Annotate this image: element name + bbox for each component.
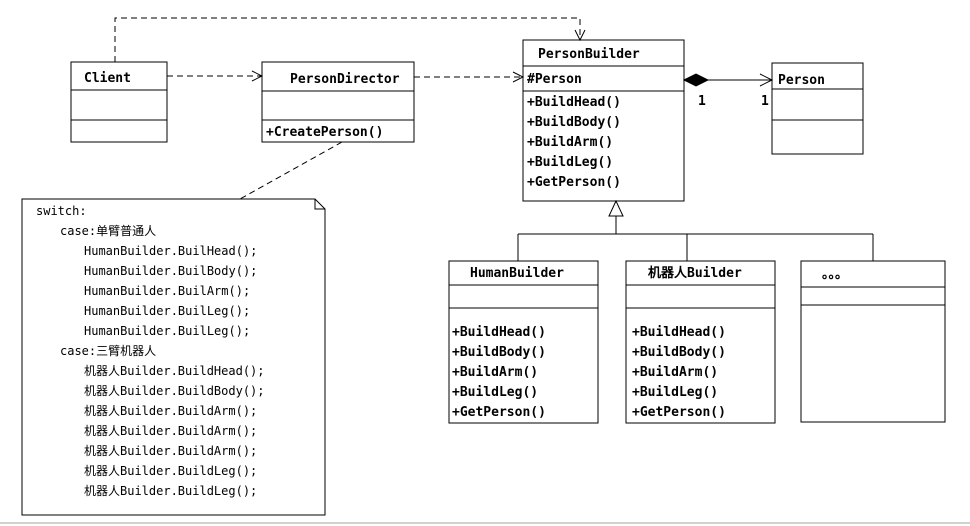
note-line-robot-head: 机器人Builder.BuildHead(); (84, 364, 265, 378)
note-line-robot-body: 机器人Builder.BuildBody(); (84, 384, 265, 398)
note-line-robot-arm-1: 机器人Builder.BuildArm(); (84, 404, 257, 418)
class-human-builder-op-build-head: +BuildHead() (452, 325, 546, 340)
class-client-name: Client (84, 71, 131, 86)
note-line-robot-leg-1: 机器人Builder.BuildLeg(); (84, 464, 257, 478)
class-person-builder-name: PersonBuilder (538, 47, 640, 62)
note-line-human-body: HumanBuilder.BuilBody(); (84, 264, 257, 278)
class-person-builder-op-build-head: +BuildHead() (527, 95, 621, 110)
class-human-builder-name: HumanBuilder (470, 266, 564, 281)
note-line-case-robot: case:三臂机器人 (60, 344, 156, 358)
class-person-builder-op-build-body: +BuildBody() (527, 115, 621, 130)
note-line-human-arm: HumanBuilder.BuilArm(); (84, 284, 250, 298)
class-human-builder-op-get-person: +GetPerson() (452, 405, 546, 420)
note-switch-logic: switch: case:单臂普通人 HumanBuilder.BuilHead… (21, 198, 326, 516)
class-person-director[interactable]: PersonDirector +CreatePerson() (261, 61, 415, 143)
composition-builder-person: 1 1 (682, 73, 774, 109)
class-robot-builder-op-build-leg: +BuildLeg() (632, 385, 718, 400)
class-human-builder-op-build-leg: +BuildLeg() (452, 385, 538, 400)
class-person[interactable]: Person (771, 62, 864, 155)
class-human-builder[interactable]: HumanBuilder +BuildHead() +BuildBody() +… (448, 260, 599, 424)
note-line-switch: switch: (36, 204, 87, 218)
class-robot-builder[interactable]: 机器人Builder +BuildHead() +BuildBody() +Bu… (625, 260, 776, 424)
composition-multiplicity-person: 1 (761, 94, 769, 109)
class-client[interactable]: Client (70, 61, 168, 143)
class-person-director-op-create-person: +CreatePerson() (266, 125, 383, 140)
note-line-robot-leg-2: 机器人Builder.BuildLeg(); (84, 484, 257, 498)
class-human-builder-op-build-body: +BuildBody() (452, 345, 546, 360)
class-robot-builder-name: 机器人Builder (648, 265, 742, 281)
class-person-builder-op-get-person: +GetPerson() (527, 175, 621, 190)
note-line-robot-arm-2: 机器人Builder.BuildArm(); (84, 424, 257, 438)
class-robot-builder-op-build-head: +BuildHead() (632, 325, 726, 340)
dependency-client-to-builder (114, 17, 580, 62)
class-more-builders[interactable]: 。。。 (800, 260, 946, 423)
class-robot-builder-op-build-arm: +BuildArm() (632, 365, 718, 380)
class-person-builder-op-build-leg: +BuildLeg() (527, 155, 613, 170)
class-robot-builder-op-get-person: +GetPerson() (632, 405, 726, 420)
generalization-triangle-icon (608, 199, 624, 217)
class-human-builder-op-build-arm: +BuildArm() (452, 365, 538, 380)
note-line-human-head: HumanBuilder.BuilHead(); (84, 244, 257, 258)
class-person-name: Person (778, 73, 825, 88)
class-person-director-name: PersonDirector (290, 72, 400, 87)
class-robot-builder-op-build-body: +BuildBody() (632, 345, 726, 360)
note-line-human-leg-2: HumanBuilder.BuilLeg(); (84, 324, 250, 338)
note-line-robot-arm-3: 机器人Builder.BuildArm(); (84, 444, 257, 458)
generalization-tree (517, 199, 874, 261)
class-more-builders-name: 。。。 (822, 267, 848, 282)
note-line-human-leg-1: HumanBuilder.BuilLeg(); (84, 304, 250, 318)
note-anchor-line (239, 141, 343, 200)
composition-diamond-icon (682, 73, 710, 87)
class-person-builder[interactable]: PersonBuilder #Person +BuildHead() +Buil… (522, 39, 685, 202)
note-line-case-human: case:单臂普通人 (60, 224, 156, 238)
composition-multiplicity-builder: 1 (698, 94, 706, 109)
class-person-builder-attr-person: #Person (527, 72, 582, 87)
class-person-builder-op-build-arm: +BuildArm() (527, 135, 613, 150)
